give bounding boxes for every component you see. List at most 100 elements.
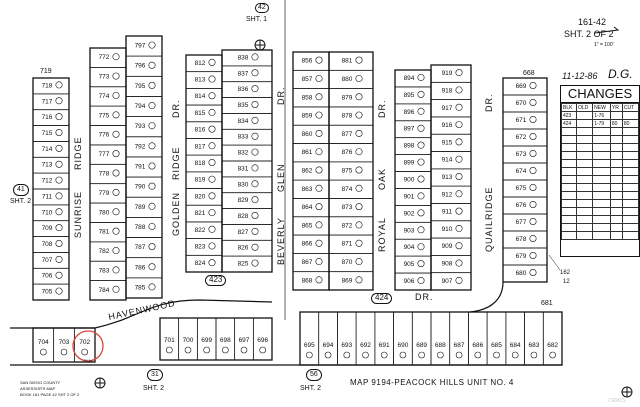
parcel-number-circle — [455, 173, 463, 181]
sheet-1-ref: SHT. 1 — [246, 16, 268, 23]
parcel — [430, 272, 472, 291]
parcel — [32, 283, 70, 301]
parcel-number-circle — [148, 243, 156, 251]
adjoining-block-162: 162 — [560, 270, 571, 276]
parcel-number: 692 — [360, 342, 371, 349]
parcel-number-circle — [493, 351, 500, 359]
parcel-number-circle — [208, 175, 216, 183]
parcel-number-circle — [55, 129, 63, 137]
parcel-number-circle — [315, 148, 323, 156]
parcel-number-circle — [315, 93, 323, 101]
parcel-number-circle — [417, 260, 425, 268]
adjoining-block-162-sheet: 12 — [563, 279, 570, 285]
parcel-number-circle — [208, 92, 216, 100]
parcel-number: 909 — [442, 243, 453, 250]
parcel-number: 777 — [99, 151, 110, 158]
parcel-number: 780 — [99, 209, 110, 216]
parcel-number-circle — [251, 243, 259, 251]
parcel-number: 718 — [42, 82, 53, 89]
parcel-number: 915 — [442, 139, 453, 146]
col-header: OLD — [576, 103, 594, 112]
parcel-number-circle — [355, 56, 363, 64]
parcel-number: 793 — [135, 123, 146, 130]
parcel-number-circle — [417, 277, 425, 285]
parcel-number-circle — [315, 166, 323, 174]
cell — [576, 111, 594, 120]
parcel — [430, 311, 451, 366]
col-header: BLK — [560, 103, 578, 112]
parcel-number: 905 — [404, 261, 415, 268]
parcel-number-circle — [112, 266, 120, 274]
parcel-number: 702 — [79, 339, 90, 346]
parcel-number: 796 — [135, 63, 146, 70]
parcel-number-circle — [529, 116, 537, 124]
parcel-number: 880 — [342, 76, 353, 83]
parcel-number: 715 — [42, 130, 53, 137]
parcel-number: 914 — [442, 157, 453, 164]
parcel-number: 773 — [99, 74, 110, 81]
parcel-number: 865 — [302, 222, 313, 229]
parcel-number: 783 — [99, 267, 110, 274]
assessor-county: SAN DIEGO COUNTY — [20, 380, 61, 385]
parcel-number: 898 — [404, 143, 415, 150]
parcel-number-circle — [148, 283, 156, 291]
parcel-number-circle — [529, 99, 537, 107]
parcel-number: 779 — [99, 190, 110, 197]
parcel-number: 818 — [195, 160, 206, 167]
parcel-number: 776 — [99, 132, 110, 139]
parcel-number-circle — [251, 132, 259, 140]
parcel-number: 826 — [238, 245, 249, 252]
parcel — [542, 311, 563, 366]
parcel-number: 902 — [404, 210, 415, 217]
parcel-number: 682 — [547, 342, 558, 349]
parcel-number: 874 — [342, 186, 353, 193]
parcel-number: 669 — [516, 83, 527, 90]
parcel-number: 833 — [238, 134, 249, 141]
parcel-number-circle — [55, 81, 63, 89]
parcel-number: 820 — [195, 193, 206, 200]
parcel-number: 859 — [302, 113, 313, 120]
parcel-number-circle — [529, 167, 537, 175]
parcel-number-circle — [208, 125, 216, 133]
parcel — [468, 311, 488, 366]
parcel-number-circle — [112, 53, 120, 61]
parcel-number: 797 — [135, 43, 146, 50]
highlighted-parcel-ring — [72, 330, 104, 362]
parcel-number-circle — [251, 259, 259, 267]
parcel-number: 830 — [238, 181, 249, 188]
parcel-number-circle — [112, 227, 120, 235]
parcel-number: 879 — [342, 94, 353, 101]
parcel-number: 872 — [342, 222, 353, 229]
parcel-number-circle — [418, 351, 425, 359]
parcel-number: 873 — [342, 204, 353, 211]
parcel-number-circle — [455, 69, 463, 77]
parcel — [125, 277, 163, 299]
parcel-number: 680 — [516, 270, 527, 277]
parcel-number: 906 — [404, 278, 415, 285]
parcel-number: 782 — [99, 248, 110, 255]
parcel-number: 679 — [516, 253, 527, 260]
parcel-number-circle — [315, 184, 323, 192]
parcel-number: 683 — [528, 342, 539, 349]
parcel-number: 875 — [342, 168, 353, 175]
parcel-number: 832 — [238, 150, 249, 157]
parcel-number-circle — [315, 129, 323, 137]
adjoining-sheet: SHT. 2 — [10, 198, 32, 205]
parcel-number-circle — [112, 91, 120, 99]
parcel-number: 678 — [516, 236, 527, 243]
parcel-number-circle — [251, 164, 259, 172]
parcel-number-circle — [55, 160, 63, 168]
parcel-number-circle — [455, 190, 463, 198]
parcel-number: 900 — [404, 177, 415, 184]
col-header: NEW — [592, 103, 611, 112]
parcel-number-circle — [60, 348, 68, 356]
street-ridge: RIDGE — [73, 136, 83, 170]
parcel-number-circle — [208, 58, 216, 66]
parcel-number-circle — [251, 85, 259, 93]
parcel-number-circle — [208, 192, 216, 200]
parcel-number: 700 — [183, 337, 194, 344]
parcel-number-circle — [355, 74, 363, 82]
parcel-number-circle — [324, 351, 332, 359]
leader-line — [548, 254, 561, 271]
